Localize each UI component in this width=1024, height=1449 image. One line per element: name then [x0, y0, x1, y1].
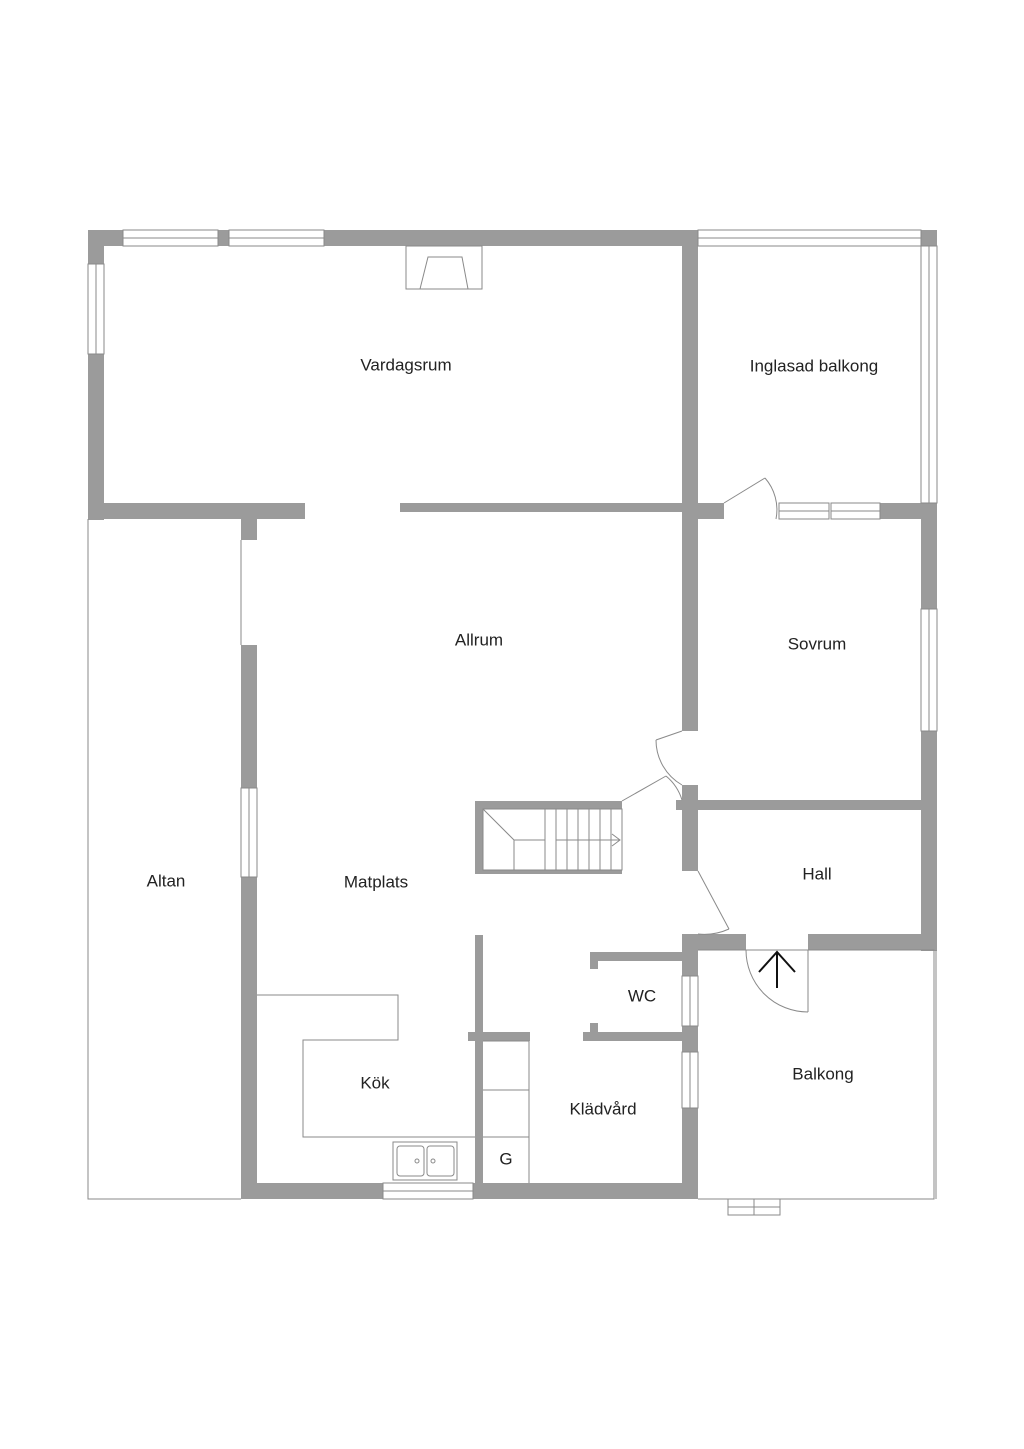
room-label-matplats: Matplats: [344, 872, 408, 891]
room-label-sovrum: Sovrum: [788, 634, 847, 653]
room-label-altan: Altan: [147, 871, 186, 890]
doors: [621, 477, 809, 1013]
fireplace-icon: [405, 245, 483, 290]
room-label-balkong: Balkong: [792, 1064, 853, 1083]
windows: [87, 229, 938, 1200]
room-label-hall: Hall: [802, 864, 831, 883]
room-label-inglasad-balkong: Inglasad balkong: [750, 356, 879, 375]
staircase-icon: [475, 801, 623, 874]
double-sink-icon: [392, 1141, 458, 1181]
room-label-allrum: Allrum: [455, 630, 503, 649]
room-labels: Vardagsrum Inglasad balkong Allrum Sovru…: [147, 355, 879, 1168]
outlines: [87, 519, 937, 1216]
room-label-vardagsrum: Vardagsrum: [360, 355, 451, 374]
room-label-g: G: [499, 1149, 512, 1168]
room-label-wc: WC: [628, 986, 656, 1005]
room-label-kladvard: Klädvård: [569, 1099, 636, 1118]
room-label-kok: Kök: [360, 1073, 390, 1092]
arrow-up-icon: [758, 950, 796, 988]
